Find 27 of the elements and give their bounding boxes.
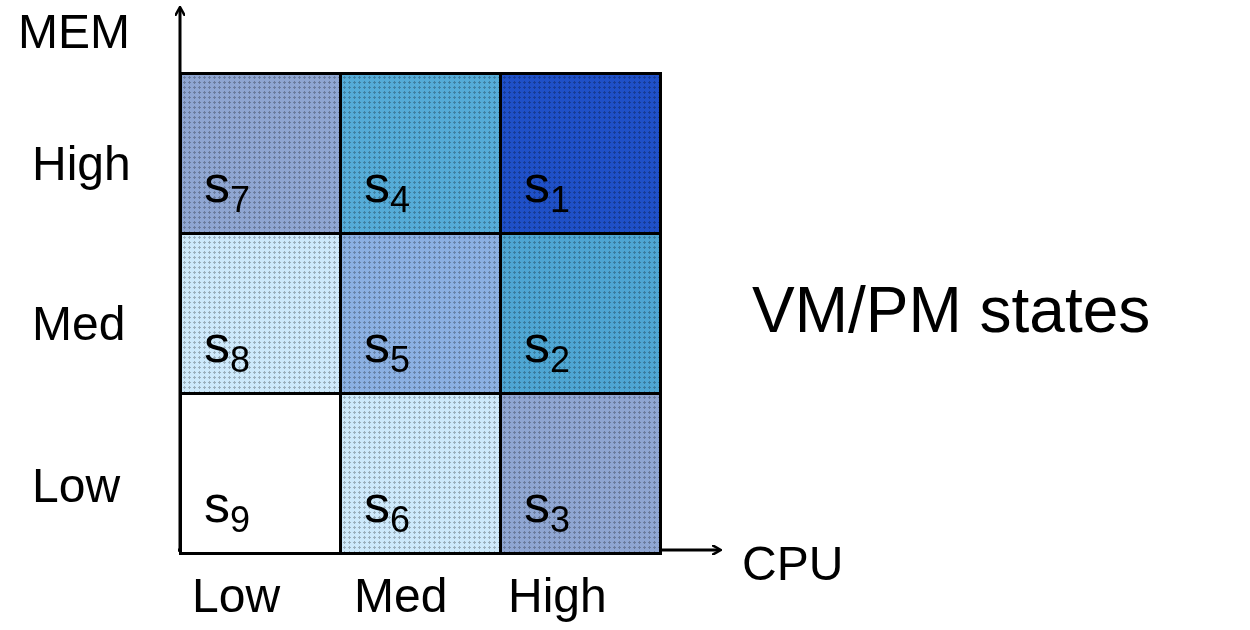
state-label: s$_{8}$ bbox=[204, 318, 251, 378]
state-label: s$_{4}$ bbox=[364, 158, 411, 218]
state-label: s$_{1}$ bbox=[524, 158, 571, 218]
state-cell bbox=[499, 72, 662, 235]
state-label: s$_{3}$ bbox=[524, 478, 571, 538]
axis-tick-label: High bbox=[508, 572, 607, 620]
state-cell bbox=[179, 232, 342, 395]
axis-tick-label: High bbox=[32, 140, 131, 188]
state-cell bbox=[339, 232, 502, 395]
axis-tick-label: Med bbox=[354, 572, 448, 620]
state-cell bbox=[499, 392, 662, 555]
axis-title: MEM bbox=[18, 8, 130, 56]
state-cell bbox=[339, 392, 502, 555]
state-label: s$_{7}$ bbox=[204, 158, 251, 218]
state-label: s$_{2}$ bbox=[524, 318, 571, 378]
state-label: s$_{6}$ bbox=[364, 478, 411, 538]
state-cell bbox=[179, 72, 342, 235]
state-cell bbox=[339, 72, 502, 235]
state-label: s$_{9}$ bbox=[204, 478, 251, 538]
axis-title: CPU bbox=[742, 540, 844, 588]
axis-tick-label: Low bbox=[32, 462, 121, 510]
state-cell bbox=[179, 392, 342, 555]
state-cell bbox=[499, 232, 662, 395]
axis-tick-label: Med bbox=[32, 300, 126, 348]
state-label: s$_{5}$ bbox=[364, 318, 411, 378]
diagram-label: VM/PM states bbox=[752, 278, 1151, 342]
axis-tick-label: Low bbox=[192, 572, 281, 620]
